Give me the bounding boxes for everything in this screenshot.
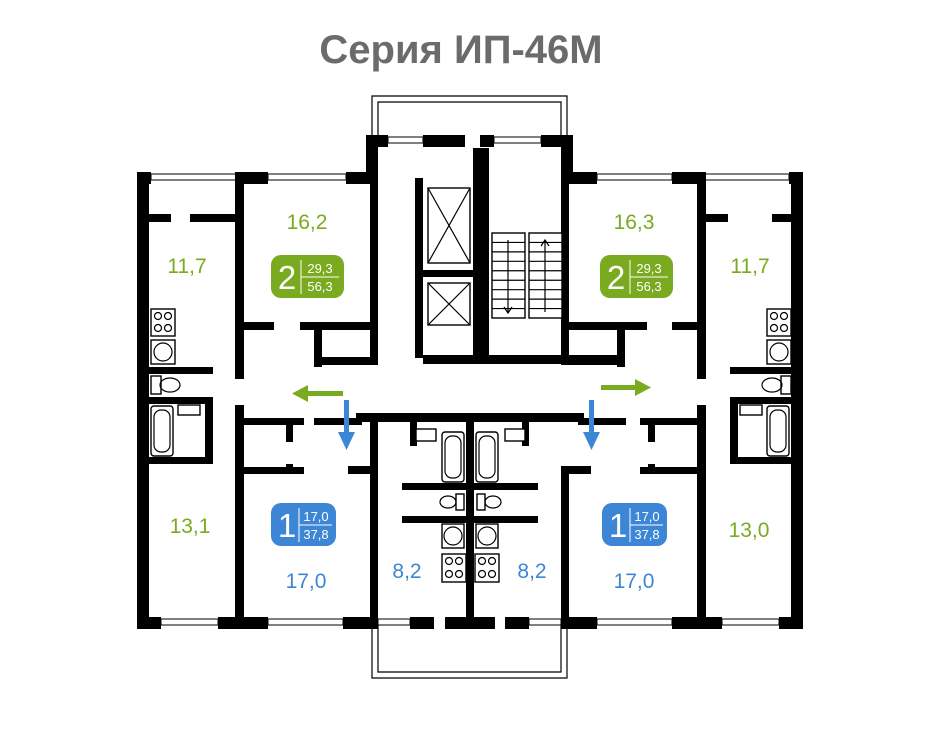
bottom-balcony [371, 624, 568, 679]
right-two-room-badge: 2 29,3 56,3 [600, 255, 673, 298]
arrow-right-icon [601, 379, 651, 396]
right-stove-icon [766, 308, 792, 337]
right-one-room-badge-total: 37,8 [634, 527, 659, 542]
left-one-room-badge-total: 37,8 [303, 527, 328, 542]
left-stove-icon [150, 308, 176, 337]
right-bathtub-icon [766, 405, 790, 457]
arrow-down-left-icon [338, 400, 355, 450]
center-stoves-icon [441, 553, 500, 583]
center-toilets-icon [439, 493, 502, 511]
right-two-room-badge-rooms: 2 [607, 259, 625, 296]
right-two-room-badge-total: 56,3 [636, 279, 661, 294]
left-one-kitchen-area: 8,2 [392, 560, 421, 583]
left-room-small-area: 11,7 [167, 255, 206, 278]
right-one-room-badge-living: 17,0 [634, 509, 659, 524]
left-one-room-badge-living: 17,0 [303, 509, 328, 524]
right-room-large-area: 16,3 [614, 211, 655, 234]
stairs-icon [491, 232, 563, 319]
right-wc-sink-icon [739, 404, 763, 416]
arrow-down-right-icon [583, 400, 600, 450]
left-two-room-badge: 2 29,3 56,3 [271, 255, 344, 298]
left-kitchen-area: 13,1 [170, 515, 211, 538]
right-one-room-badge: 1 17,0 37,8 [602, 503, 667, 546]
left-one-room-badge: 1 17,0 37,8 [271, 503, 336, 546]
elevator-small-icon [427, 282, 471, 326]
left-wc-sink-icon [177, 404, 201, 416]
right-one-kitchen-area: 8,2 [517, 560, 546, 583]
left-two-room-badge-rooms: 2 [278, 259, 296, 296]
left-two-room-badge-living: 29,3 [307, 261, 332, 276]
arrow-left-icon [292, 385, 343, 402]
plan-title: Серия ИП-46М [319, 28, 602, 72]
right-kitchen-area: 13,0 [729, 519, 770, 542]
outer-walls [137, 135, 803, 629]
right-one-room-area: 17,0 [614, 570, 655, 593]
right-room-small-area: 11,7 [730, 255, 769, 278]
center-sinks-icon [441, 523, 499, 549]
right-toilet-icon [761, 375, 792, 395]
left-sink-icon [150, 339, 176, 365]
left-one-room-badge-rooms: 1 [278, 507, 296, 544]
interior-walls [149, 148, 791, 622]
left-toilet-icon [150, 375, 181, 395]
right-one-room-badge-rooms: 1 [609, 507, 627, 544]
top-balcony [371, 95, 568, 140]
left-one-room-area: 17,0 [286, 570, 327, 593]
left-bathtub-icon [150, 405, 174, 457]
left-room-large-area: 16,2 [287, 211, 328, 234]
windows [150, 136, 790, 626]
left-two-room-badge-total: 56,3 [307, 279, 332, 294]
elevator-large-icon [427, 187, 471, 264]
right-sink-icon [766, 339, 792, 365]
right-two-room-badge-living: 29,3 [636, 261, 661, 276]
center-bathtubs-icon [415, 428, 526, 483]
